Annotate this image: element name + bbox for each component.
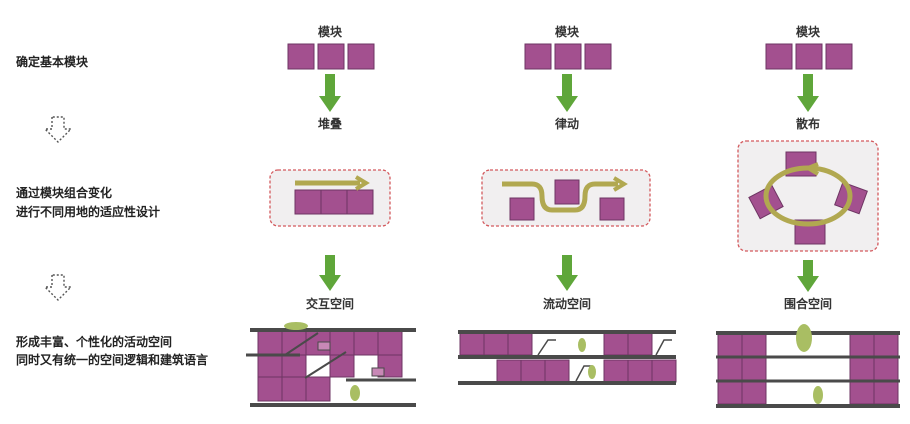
- column-rhythm: 模块 律动 流动空间: [458, 24, 677, 385]
- rhythm-combination-box: [481, 169, 651, 227]
- operation-label: 堆叠: [318, 116, 342, 131]
- space-label: 交互空间: [306, 296, 354, 311]
- step1-label: 确定基本模块: [16, 54, 89, 69]
- flowing-space-section: [458, 330, 677, 385]
- green-down-arrow-icon: [319, 74, 341, 112]
- scattering-combination-box: [737, 140, 879, 252]
- green-down-arrow-icon: [556, 255, 578, 291]
- column-scattering: 模块 散布 围合空间: [716, 24, 900, 408]
- column-stacking: 模块 堆叠 交互空间: [246, 24, 416, 407]
- module-row: [524, 43, 612, 70]
- green-down-arrow-icon: [319, 255, 341, 291]
- dotted-down-arrow-icon: [43, 116, 73, 143]
- green-down-arrow-icon: [797, 260, 819, 292]
- green-down-arrow-icon: [556, 74, 578, 112]
- dotted-down-arrow-icon: [43, 274, 73, 301]
- space-label: 围合空间: [784, 296, 832, 311]
- module-row: [765, 43, 853, 70]
- module-row: [287, 43, 375, 70]
- operation-label: 散布: [796, 116, 820, 131]
- enclosed-space-section: [716, 324, 900, 408]
- module-label: 模块: [796, 24, 821, 39]
- module-label: 模块: [555, 24, 580, 39]
- operation-label: 律动: [555, 116, 579, 131]
- interactive-space-section: [246, 322, 416, 407]
- green-down-arrow-icon: [797, 74, 819, 112]
- stacking-combination-box: [269, 169, 391, 227]
- step2-label-line1: 通过模块组合变化: [16, 185, 112, 200]
- space-label: 流动空间: [543, 296, 591, 311]
- step2-label-line2: 进行不同用地的适应性设计: [16, 204, 160, 219]
- module-label: 模块: [318, 24, 343, 39]
- step3-label-line2: 同时又有统一的空间逻辑和建筑语言: [16, 352, 208, 367]
- step3-label-line1: 形成丰富、个性化的活动空间: [16, 334, 172, 349]
